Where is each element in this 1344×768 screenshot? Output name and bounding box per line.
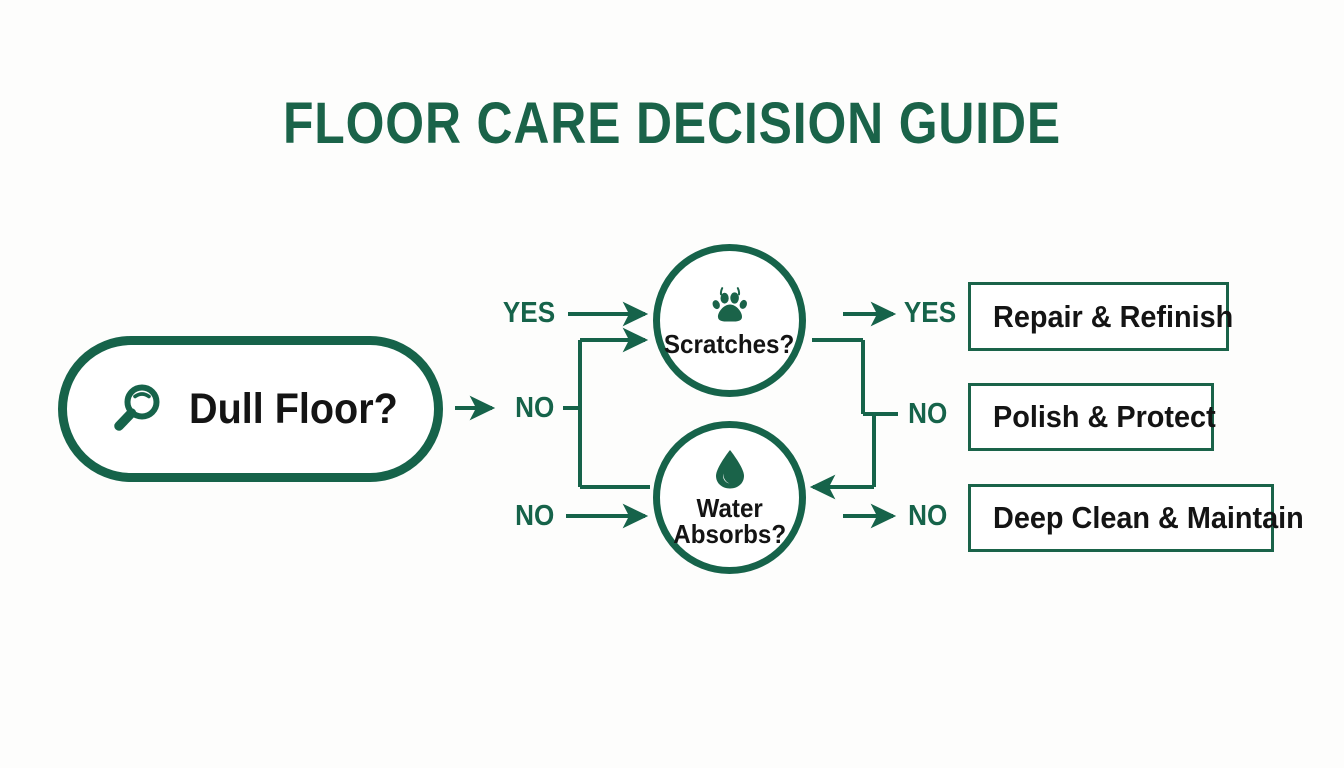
node-scratches[interactable]: Scratches? bbox=[653, 244, 806, 397]
magnifier-icon bbox=[114, 384, 160, 431]
edge-label-yes-repair: YES bbox=[903, 297, 957, 329]
edge-label-no-to-water: NO bbox=[515, 500, 555, 532]
page-title: FLOOR CARE DECISION GUIDE bbox=[282, 91, 1062, 156]
outcome-polish-protect-label: Polish & Protect bbox=[993, 399, 1216, 434]
outcome-deep-clean-maintain[interactable]: Deep Clean & Maintain bbox=[968, 484, 1304, 552]
node-dull-floor-label: Dull Floor? bbox=[189, 384, 398, 433]
node-scratches-label: Scratches? bbox=[664, 329, 795, 359]
outcome-repair-refinish-label: Repair & Refinish bbox=[993, 298, 1234, 334]
edge-label-yes-scratches: YES bbox=[502, 297, 556, 329]
node-dull-floor[interactable]: Dull Floor? bbox=[58, 336, 443, 482]
edge-label-no-polish: NO bbox=[908, 398, 948, 430]
edge-label-no-from-start: NO bbox=[515, 392, 555, 424]
paw-print-icon bbox=[712, 287, 747, 322]
node-water-absorbs[interactable]: Water Absorbs? bbox=[653, 421, 806, 574]
water-drop-icon bbox=[715, 450, 744, 489]
node-water-absorbs-label: Water Absorbs? bbox=[673, 493, 786, 549]
outcome-deep-clean-maintain-label: Deep Clean & Maintain bbox=[993, 500, 1304, 535]
outcome-repair-refinish[interactable]: Repair & Refinish bbox=[968, 282, 1233, 351]
outcome-polish-protect[interactable]: Polish & Protect bbox=[968, 383, 1216, 451]
edge-label-no-deep: NO bbox=[908, 500, 948, 532]
